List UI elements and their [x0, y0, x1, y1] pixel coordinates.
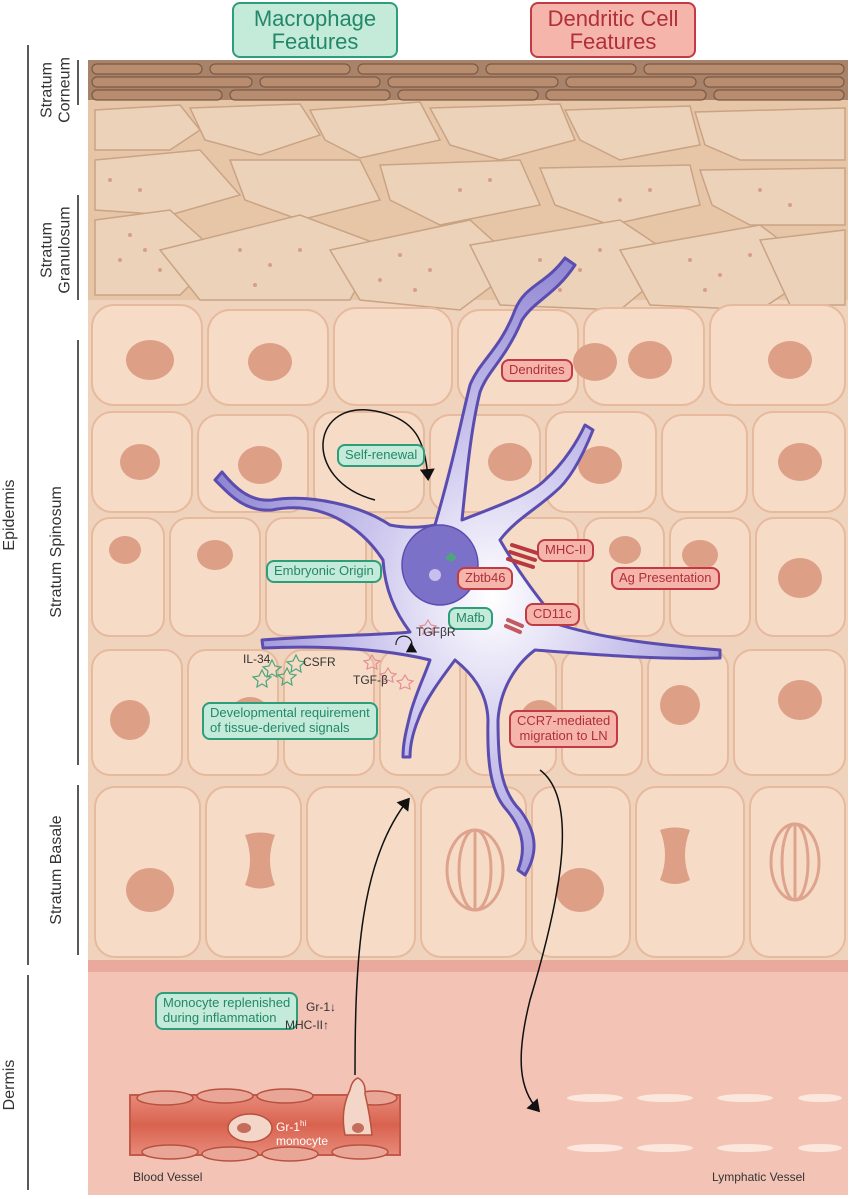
basement-membrane: [88, 960, 848, 972]
tag-line: during inflammation: [163, 1009, 277, 1025]
granulosum-cells: [94, 101, 846, 311]
tgfbr-label: TGFβR: [416, 625, 456, 639]
corneum-cells: [91, 63, 845, 101]
dendritic-features-header: Dendritic Cell Features: [530, 2, 696, 59]
tgfbr-loop-arrow: [395, 635, 418, 653]
mitotic-spindles: [445, 822, 821, 912]
mafb-marker-icon: [445, 552, 457, 562]
cd11c-receptor-icon: [504, 618, 524, 634]
tag-line: CCR7-mediated: [517, 713, 611, 728]
migration-to-ln-arrow: [520, 769, 564, 1113]
monocyte-recruitment-arrow: [354, 797, 410, 1076]
mhc2-up-label: MHC-II↑: [285, 1018, 329, 1032]
monocyte-label-sup: hi: [300, 1119, 307, 1128]
zbtb46-tag: Zbtb46: [457, 567, 514, 590]
spinosum-label: Stratum Spinosum: [47, 486, 65, 618]
layer-line: Stratum: [38, 62, 56, 119]
self-renewal-tag: Self-renewal: [337, 444, 426, 467]
blood-vessel: [129, 1077, 401, 1162]
header-line: Features: [271, 29, 359, 55]
granulosum-label: Stratum Granulosum: [39, 206, 76, 293]
header-line: Dendritic Cell: [547, 6, 679, 31]
mafb-tag: Mafb: [448, 607, 493, 630]
langerhans-cell: [213, 256, 722, 877]
blood-vessel-label: Blood Vessel: [133, 1170, 203, 1184]
macrophage-features-header: Macrophage Features: [232, 2, 398, 59]
ag-presentation-tag: Ag Presentation: [611, 567, 720, 590]
tgfb-label: TGF-β: [353, 673, 388, 687]
lc-nucleus: [401, 524, 479, 606]
extravasating-monocyte: [342, 1077, 373, 1136]
header-line: Features: [569, 29, 657, 55]
il34-label: IL-34: [243, 652, 271, 666]
epidermis-label: Epidermis: [0, 479, 18, 551]
tag-line: migration to LN: [519, 727, 608, 743]
ccr7-migration-tag: CCR7-mediated migration to LN: [509, 710, 619, 748]
nuclei: [109, 340, 822, 912]
basale-label: Stratum Basale: [47, 815, 65, 925]
csfr-label: CSFR: [303, 655, 336, 669]
dendrites-tag: Dendrites: [501, 359, 573, 382]
layer-line: Corneum: [57, 57, 74, 123]
tag-line: Monocyte replenished: [163, 995, 291, 1010]
layer-line: Granulosum: [57, 206, 74, 294]
il34-molecules: [251, 653, 307, 689]
header-line: Macrophage: [253, 6, 377, 31]
layer-brackets: [27, 45, 79, 1190]
self-renewal-arrow: [322, 409, 435, 501]
monocyte-label-main: Gr-1: [276, 1120, 300, 1134]
tag-line: Developmental requirement: [210, 705, 370, 720]
monocyte-label: Gr-1hi monocyte: [276, 1119, 328, 1149]
lymphatic-vessel-label: Lymphatic Vessel: [712, 1170, 805, 1184]
monocyte-replenished-tag: Monocyte replenished during inflammation: [155, 992, 299, 1030]
lymphatic-vessel: [567, 1094, 842, 1152]
mhc2-receptor-icon: [506, 543, 539, 569]
mhc2-tag: MHC-II: [537, 539, 595, 562]
monocyte-label-line: monocyte: [276, 1133, 329, 1148]
corneum-label: Stratum Corneum: [39, 57, 76, 123]
layer-line: Stratum: [38, 222, 56, 279]
keratohyalin-granules: [108, 178, 792, 292]
dermis-label: Dermis: [0, 1059, 18, 1111]
tgfb-molecules: [362, 618, 438, 690]
gr1-down-label: Gr-1↓: [306, 1000, 336, 1014]
tag-line: of tissue-derived signals: [210, 719, 350, 735]
cd11c-tag: CD11c: [525, 603, 580, 626]
developmental-requirement-tag: Developmental requirement of tissue-deri…: [202, 702, 378, 740]
embryonic-origin-tag: Embryonic Origin: [266, 560, 382, 583]
